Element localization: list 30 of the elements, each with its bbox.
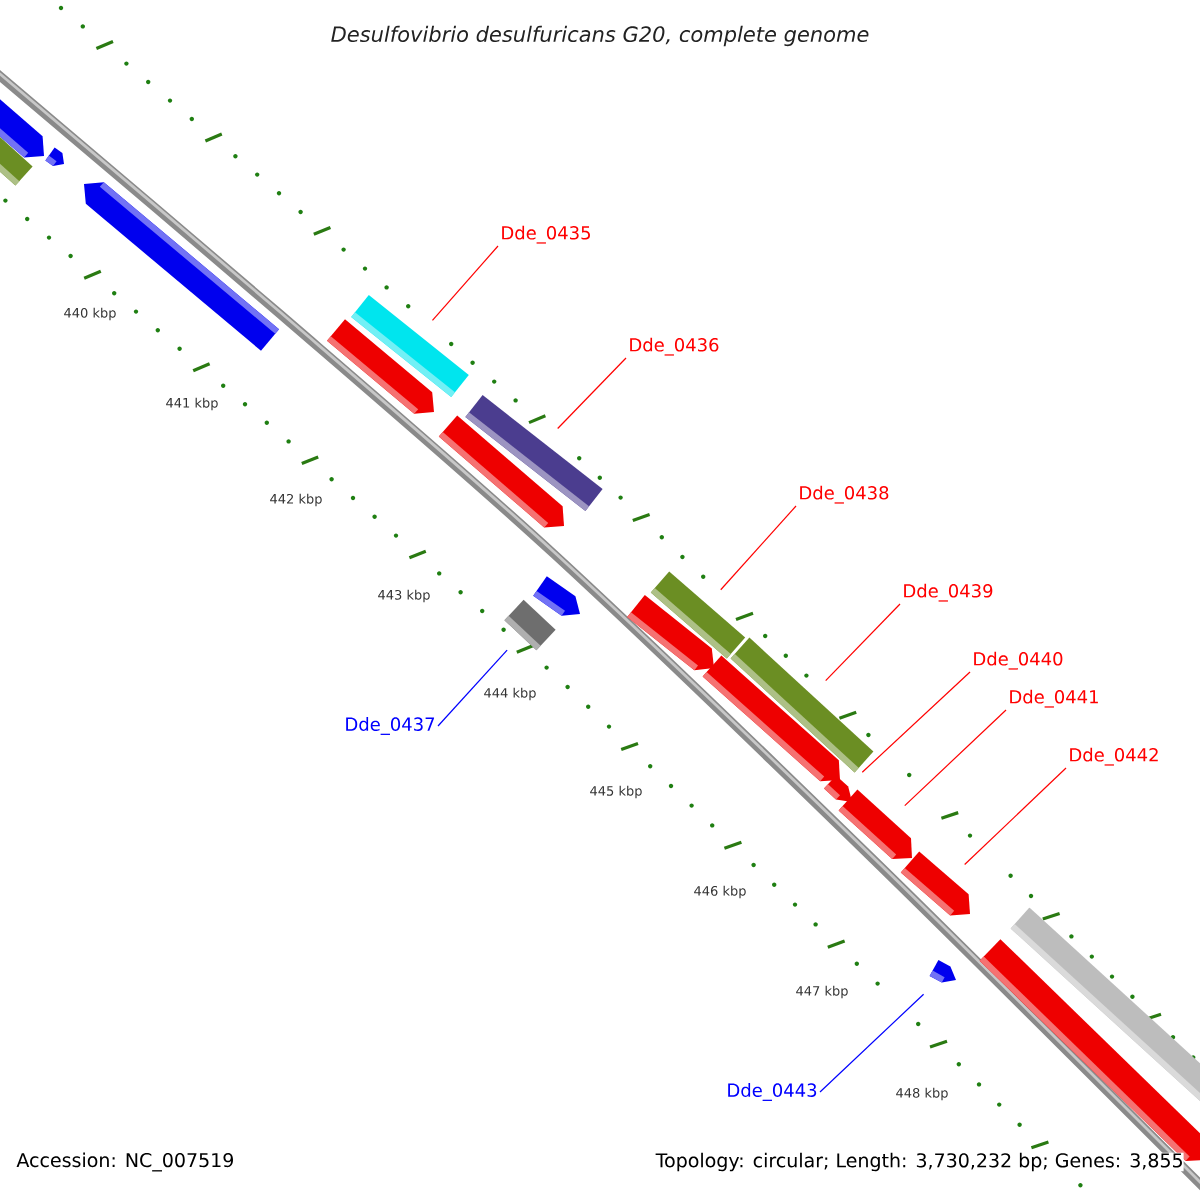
gene-label: Dde_0436 (630, 337, 719, 356)
gene-label: Dde_0437 (346, 717, 435, 735)
leader-line (720, 505, 797, 591)
gene-label: Dde_0438 (800, 485, 889, 504)
gene-feature (730, 637, 874, 773)
gene-label: Dde_0440 (974, 651, 1063, 670)
gene-feature (900, 851, 970, 916)
leader-line (861, 671, 971, 773)
gene-feature (824, 775, 852, 802)
gene-label: Dde_0435 (502, 225, 590, 244)
gene-feature (929, 960, 956, 983)
gene-feature (504, 599, 556, 651)
leader-line (825, 603, 901, 682)
gene-label: Dde_0439 (904, 583, 993, 602)
footer-text: Topology: circular; Length: 3,730,232 bp; Genes: 3,855 (655, 1152, 1184, 1172)
gene-label: Dde_0442 (1070, 747, 1158, 766)
gene-feature (465, 395, 603, 511)
leader-line (964, 767, 1067, 866)
leader-line (431, 245, 499, 322)
leader-line (819, 993, 925, 1093)
gene-feature (650, 571, 746, 659)
title: Desulfovibrio desulfuricans G20, complete genome (331, 25, 869, 47)
gene-feature (838, 789, 912, 859)
leader-line (904, 709, 1007, 807)
leader-line (437, 649, 508, 727)
gene-feature (351, 295, 469, 397)
footer-text: Accession: NC_007519 (16, 1152, 233, 1172)
gene-label: Dde_0443 (728, 1083, 817, 1101)
leader-line (557, 357, 627, 430)
gene-label: Dde_0441 (1010, 689, 1098, 708)
